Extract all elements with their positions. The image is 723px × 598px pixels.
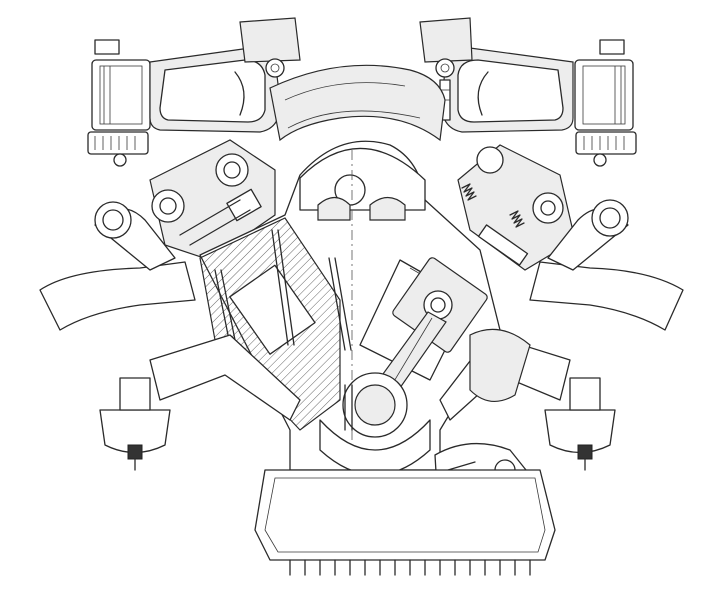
intake-plenum-right: [419, 17, 637, 167]
intake-crossover: [269, 64, 446, 142]
exhaust-manifold-left: [39, 201, 196, 331]
cylinder-head-left: [149, 139, 276, 261]
cylinder-head-right: [457, 144, 576, 271]
oil-sump: [254, 469, 556, 576]
engine-mount-left: [99, 334, 301, 471]
engine-mount-right: [439, 328, 616, 471]
crankshaft: [319, 372, 431, 476]
intake-plenum-left: [87, 17, 301, 167]
exhaust-manifold-right: [529, 199, 684, 331]
